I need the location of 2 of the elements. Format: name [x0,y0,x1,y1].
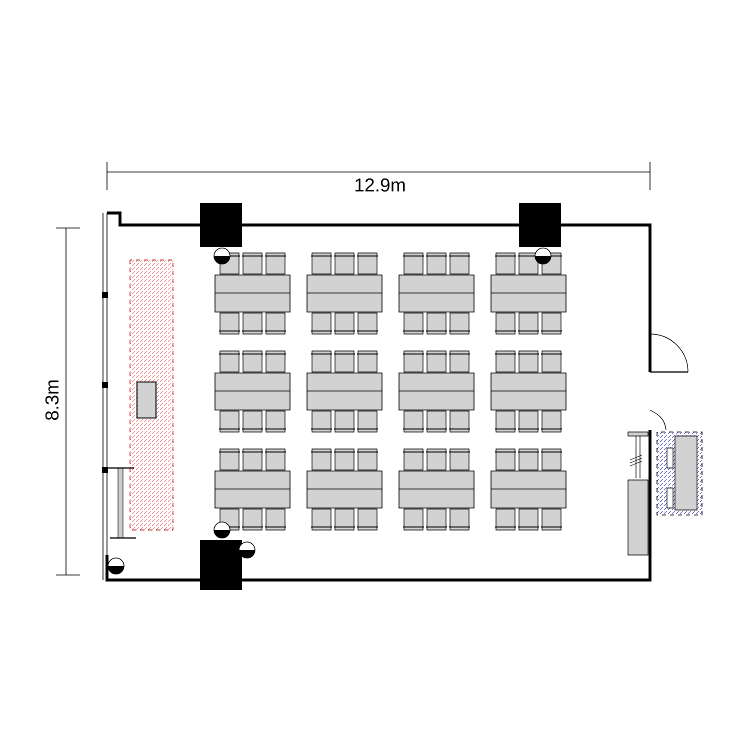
dimension-label: 12.9m [355,178,405,192]
dimension-label: 8.3m [45,380,59,420]
